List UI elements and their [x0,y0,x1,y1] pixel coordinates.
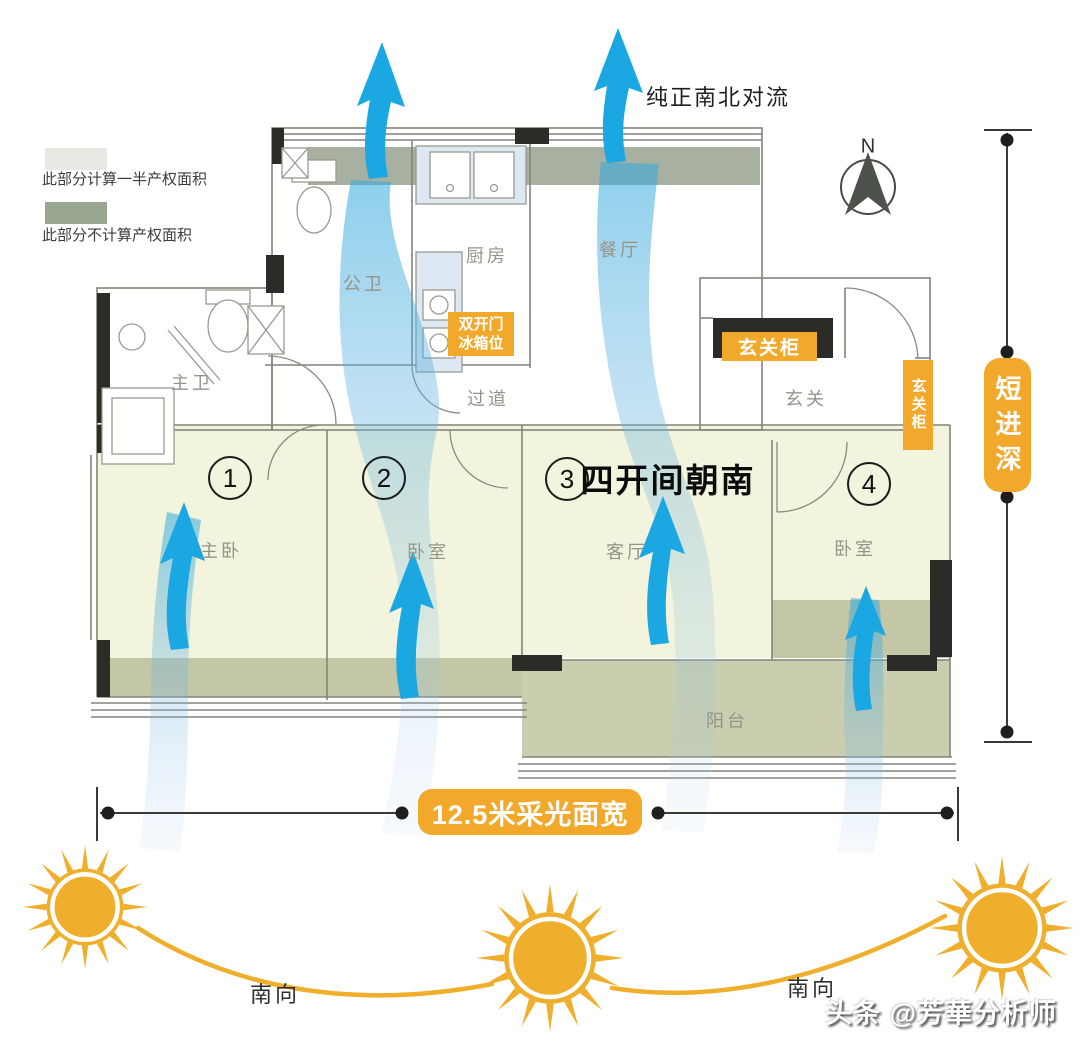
sun-icon [930,856,1074,1000]
room-label-master-bedroom: 主卧 [200,541,242,561]
legend-none-label: 此部分不计算产权面积 [42,227,193,244]
sun-icon [476,884,624,1032]
legend-half-label: 此部分计算一半产权面积 [42,171,208,188]
south-label-left: 南向 [249,982,301,1007]
south-label-right: 南向 [786,976,838,1001]
watermark: 头条 @芳華分析师 [825,998,1057,1029]
depth-badge: 短进深 [984,358,1031,492]
room-label-living: 客厅 [606,542,648,562]
width-badge: 12.5米采光面宽 [418,789,642,835]
plan-fixtures [101,145,527,465]
room-label-bedroom2: 卧室 [407,542,449,562]
foyer-cabinet-badge-right: 玄关柜 [903,360,933,450]
sun-icons [23,845,1074,1032]
room-label-public-bath: 公卫 [343,274,385,294]
foyer-cabinet-badge-top: 玄关柜 [722,332,817,361]
sun-path-arcs [135,913,948,998]
room-label-foyer: 玄关 [785,389,827,409]
legend-none-swatch [45,202,107,224]
fridge-badge-line1: 双开门 [458,315,504,333]
fridge-badge-line2: 冰箱位 [458,335,504,352]
fridge-badge: 双开门 冰箱位 [448,312,514,356]
room-label-master-bath: 主卫 [171,373,213,393]
compass-north-label: N [860,135,876,158]
room-number-1: 1 [208,456,252,500]
room-label-kitchen: 厨房 [466,246,508,266]
room-number-4: 4 [847,462,891,506]
room-number-3: 3 [545,457,589,501]
headline-south-facing: 四开间朝南 [580,462,756,499]
compass-icon [840,152,896,215]
width-dimension-line [96,787,959,841]
room-number-2: 2 [362,456,406,500]
airflow-arrows [160,28,886,711]
room-label-balcony: 阳台 [706,711,748,731]
room-label-dining: 餐厅 [599,240,641,260]
legend-half-swatch [45,148,107,170]
room-label-bedroom4: 卧室 [834,539,876,559]
sun-icon [23,845,147,969]
room-label-hallway: 过道 [467,389,509,409]
convection-note: 纯正南北对流 [645,85,791,110]
airflow-streams [139,162,884,854]
depth-dimension-line [984,129,1032,743]
